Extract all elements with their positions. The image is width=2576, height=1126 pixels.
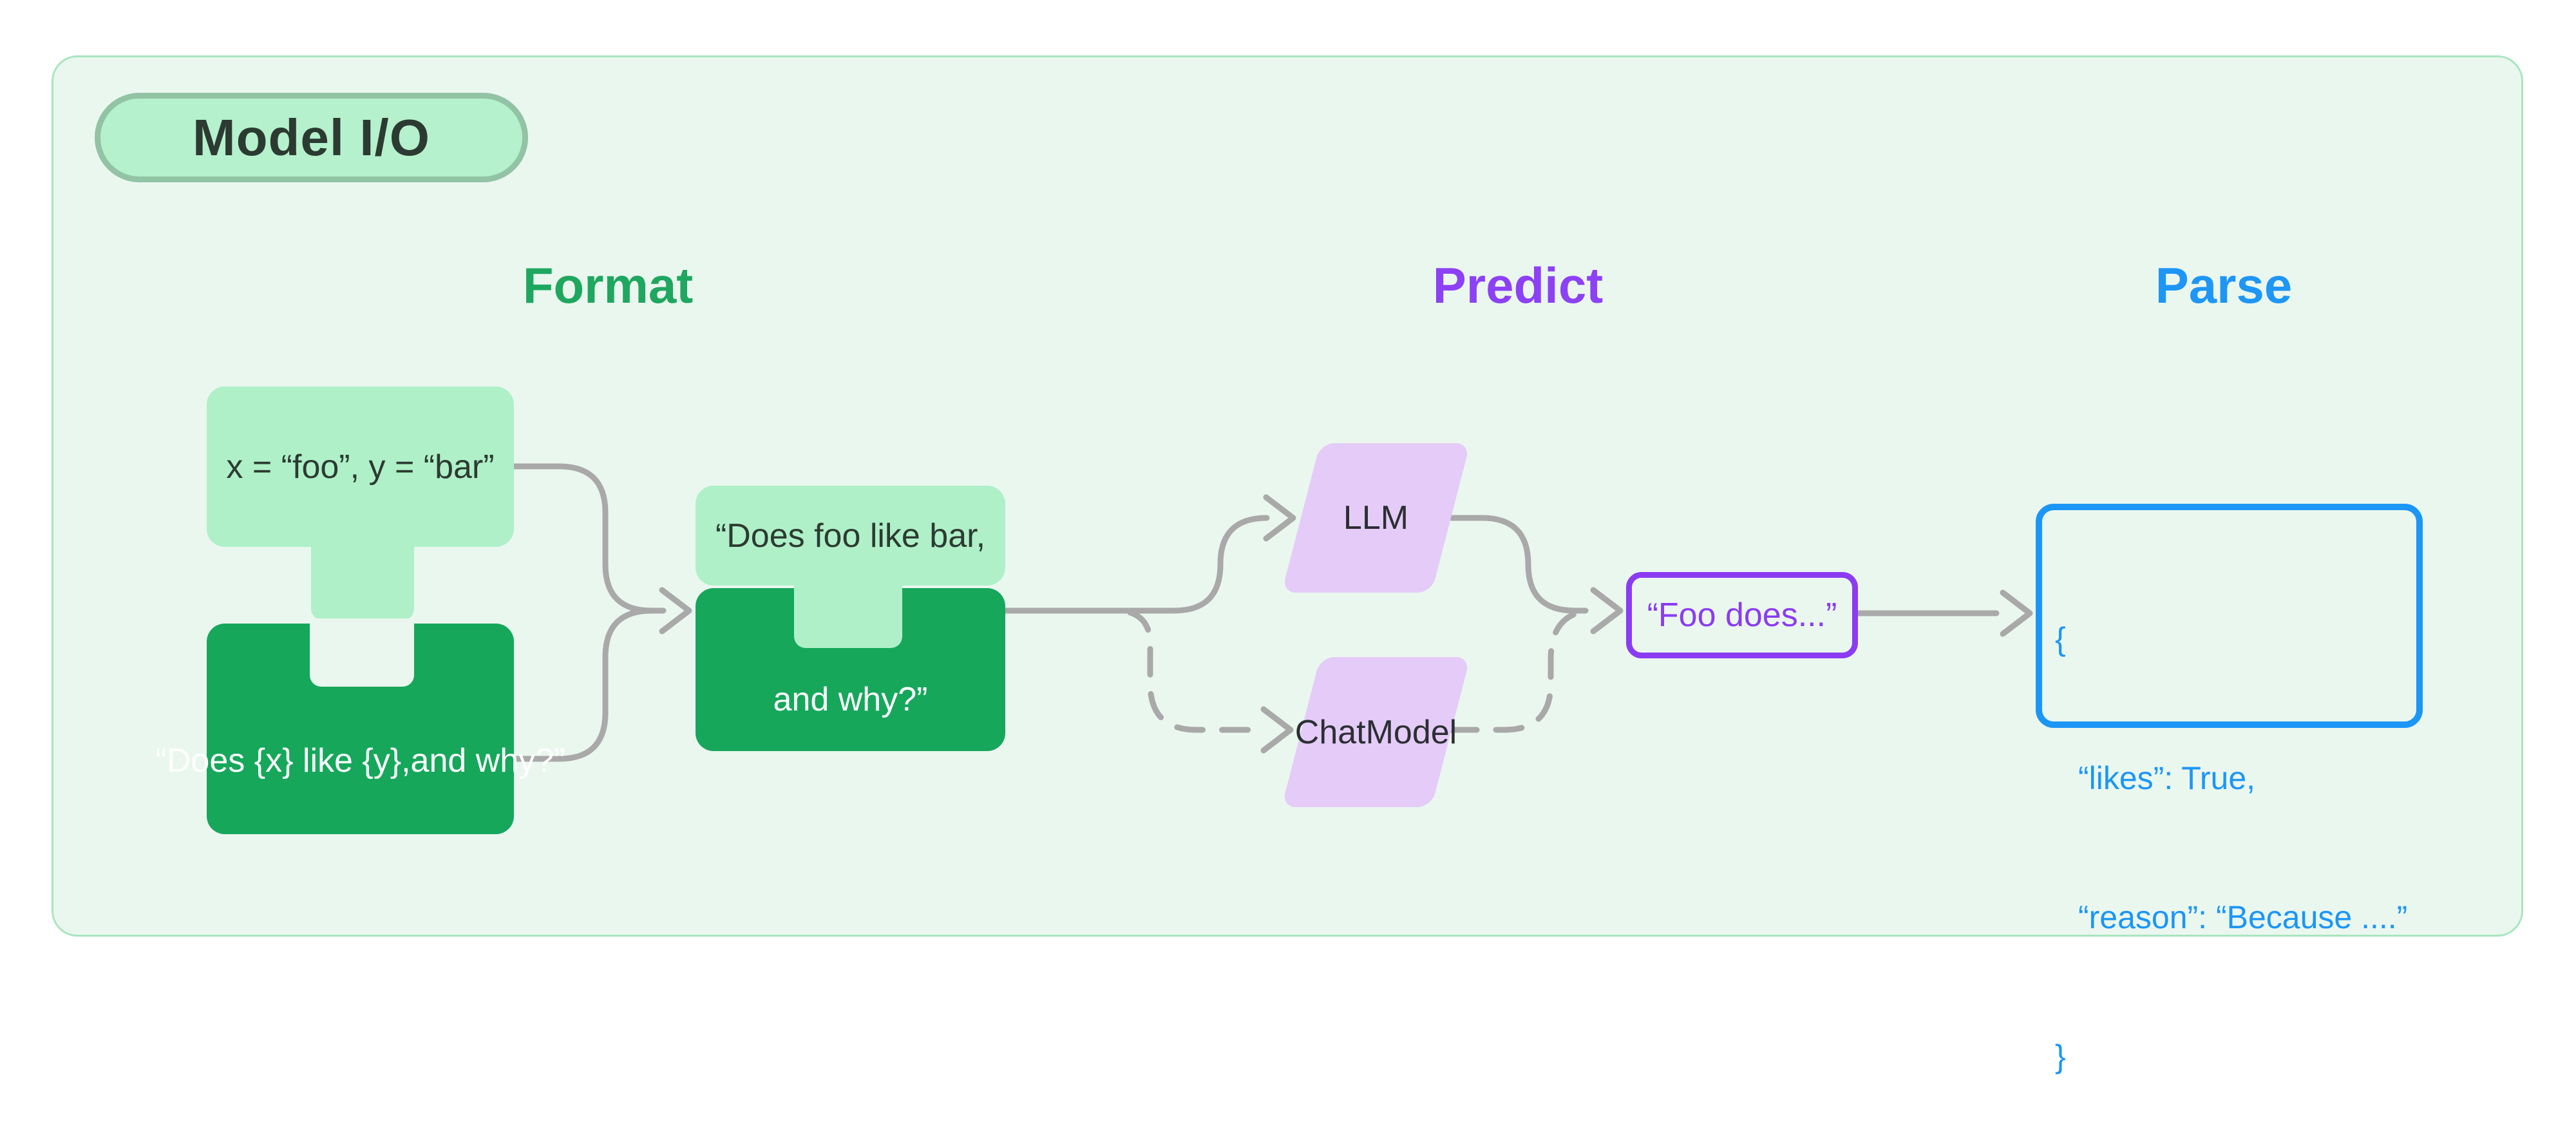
model-output-text: “Foo does...”	[1647, 596, 1837, 634]
format-heading: Format	[522, 256, 694, 314]
input-values-box	[207, 386, 514, 547]
prompt-template-text: “Does {x} like {y},and why?”	[155, 741, 565, 779]
input-values-box-tab	[311, 528, 414, 620]
model-io-diagram: { "badge": { "label": "Model I/O" }, "he…	[52, 55, 2523, 1074]
json-line-reason: “reason”: “Because ....”	[2078, 899, 2408, 935]
input-values-text: x = “foo”, y = “bar”	[226, 448, 495, 486]
llm-label: LLM	[1343, 499, 1409, 537]
json-line-likes: “likes”: True,	[2078, 760, 2256, 796]
prompt-template-notch	[310, 618, 414, 687]
predict-heading: Predict	[1432, 256, 1604, 314]
parsed-json-text: { “likes”: True, “reason”: “Because ....…	[2055, 523, 2416, 1126]
parsed-json-box	[2036, 504, 2423, 728]
json-line-open-brace: {	[2055, 621, 2066, 657]
model-output-box: “Foo does...”	[1626, 572, 1858, 658]
merged-prompt-line1: “Does foo like bar,	[715, 517, 986, 555]
merged-prompt-tab	[794, 567, 902, 648]
parse-heading: Parse	[2155, 256, 2293, 314]
merged-prompt-line2: and why?”	[773, 681, 928, 718]
model-io-badge: Model I/O	[95, 93, 528, 182]
model-io-badge-label: Model I/O	[193, 108, 430, 166]
json-line-close-brace: }	[2055, 1038, 2066, 1074]
